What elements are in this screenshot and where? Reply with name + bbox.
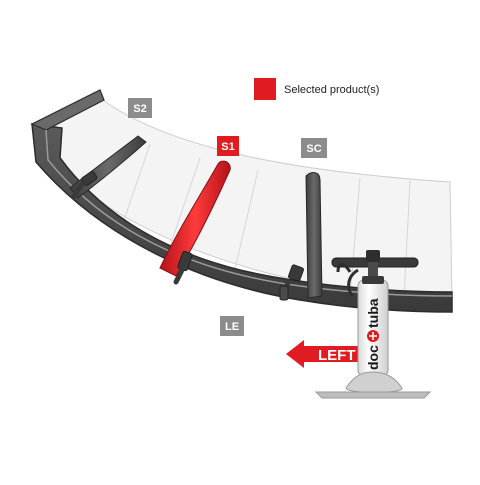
tag-s2-label: S2 [133,103,146,115]
pump-brand-left: doc [365,345,381,370]
tag-s2: S2 [128,98,152,118]
legend-label: Selected product(s) [284,84,379,96]
leading-edge-rim [30,89,105,131]
s1-valve-icon [173,250,193,285]
tag-le-label: LE [225,321,239,333]
sc-valve-icon [279,264,304,301]
tag-le: LE [220,316,244,336]
tag-sc: SC [301,138,327,158]
legend-swatch [254,78,276,100]
pump-brand-right: tuba [365,298,381,328]
tag-sc-label: SC [306,143,321,155]
tag-s1: S1 [217,136,239,156]
tag-s1-label: S1 [221,141,234,153]
wing-canopy [39,97,453,301]
strut-sc [305,172,323,299]
leading-edge-inner-line [45,129,453,297]
s2-valve-icon [71,170,98,199]
direction-label: LEFT [318,347,356,364]
pump-icon: doc tuba [314,250,432,399]
strut-s1[interactable] [159,160,231,277]
arrow-left-icon: LEFT [286,340,358,368]
